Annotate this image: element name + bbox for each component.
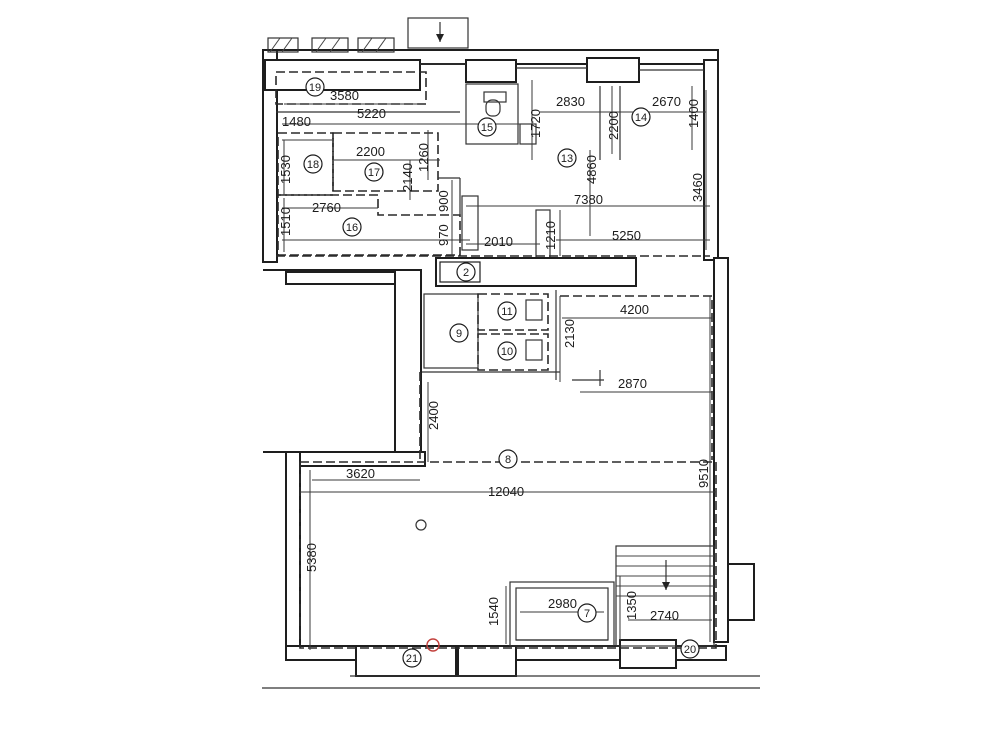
room-17-label: 17 — [364, 162, 384, 182]
column-marker — [415, 519, 427, 531]
svg-text:19: 19 — [309, 82, 321, 94]
dim-3460: 3460 — [690, 173, 705, 202]
room-numbers: 19 18 17 16 15 14 13 2 — [303, 77, 700, 668]
west-wall-lower — [285, 451, 301, 661]
dim-1350: 1350 — [624, 591, 639, 620]
room-7-outline — [509, 581, 615, 647]
inner-wall — [394, 269, 422, 457]
dim-2140: 2140 — [400, 163, 415, 192]
room-9-outline — [423, 293, 479, 369]
upper-block-walls — [262, 49, 719, 263]
dim-7380: 7380 — [574, 192, 603, 207]
dim-5220: 5220 — [357, 106, 386, 121]
room-15-outline — [465, 83, 519, 145]
south-pier-mid — [457, 645, 517, 677]
room-20-label: 20 — [680, 639, 700, 659]
svg-text:17: 17 — [368, 167, 380, 179]
room-21-label: 21 — [402, 648, 422, 668]
dimension-lines — [282, 80, 716, 650]
roof-hatch — [267, 17, 469, 53]
dim-4860: 4860 — [584, 155, 599, 184]
room-7-label: 7 — [577, 603, 597, 623]
dim-3620: 3620 — [346, 466, 375, 481]
south-of-inner-wall — [289, 451, 426, 467]
dim-1530: 1530 — [278, 155, 293, 184]
dim-2010: 2010 — [484, 234, 513, 249]
dim-2760: 2760 — [312, 200, 341, 215]
room-2-label: 2 — [456, 262, 476, 282]
dim-5380: 5380 — [304, 543, 319, 572]
svg-text:11: 11 — [501, 306, 512, 318]
south-pier-right — [619, 639, 677, 669]
svg-text:16: 16 — [346, 222, 358, 234]
dim-2200-v: 2200 — [606, 111, 621, 140]
dim-2740: 2740 — [650, 608, 679, 623]
dim-2870: 2870 — [618, 376, 647, 391]
room-8-label: 8 — [498, 449, 518, 469]
dim-1510: 1510 — [278, 207, 293, 236]
svg-text:18: 18 — [307, 159, 319, 171]
room-13-label: 13 — [557, 148, 577, 168]
room-9-label: 9 — [449, 323, 469, 343]
svg-text:10: 10 — [501, 346, 513, 358]
dim-2980: 2980 — [548, 596, 577, 611]
room-10-outline — [477, 333, 549, 371]
east-wall-upper — [703, 59, 719, 261]
east-pier — [727, 563, 755, 621]
room-18-label: 18 — [303, 154, 323, 174]
dim-1210: 1210 — [543, 221, 558, 250]
svg-text:8: 8 — [505, 454, 511, 466]
dim-9510: 9510 — [696, 459, 711, 488]
svg-text:9: 9 — [456, 328, 462, 340]
svg-text:14: 14 — [635, 112, 647, 124]
dim-4200: 4200 — [620, 302, 649, 317]
dim-3580: 3580 — [330, 88, 359, 103]
red-marker-icon — [426, 638, 440, 652]
svg-text:7: 7 — [584, 608, 590, 620]
entry-7 — [509, 581, 615, 647]
service-core — [420, 257, 637, 380]
west-wall-upper — [262, 49, 278, 263]
dim-2130: 2130 — [562, 319, 577, 348]
neighbor-wall — [263, 269, 396, 453]
dim-970: 970 — [436, 224, 451, 246]
dim-5250: 5250 — [612, 228, 641, 243]
room-16-outline — [277, 194, 461, 256]
dim-1540: 1540 — [486, 597, 501, 626]
svg-text:13: 13 — [561, 153, 573, 165]
stairs-20 — [615, 545, 715, 647]
sidewalk — [262, 675, 760, 689]
north-pier-right — [586, 57, 640, 83]
dim-1400: 1400 — [686, 99, 701, 128]
room-19-label: 19 — [305, 77, 325, 97]
svg-text:21: 21 — [406, 653, 418, 665]
dim-2670: 2670 — [652, 94, 681, 109]
dim-1260: 1260 — [416, 143, 431, 172]
svg-text:2: 2 — [463, 267, 469, 279]
east-wall-lower — [713, 257, 729, 643]
north-pier-mid — [465, 59, 517, 83]
north-pier-left — [264, 59, 421, 91]
svg-text:15: 15 — [481, 122, 493, 134]
svg-text:20: 20 — [684, 644, 696, 656]
room-11-outline — [477, 293, 549, 331]
dim-900: 900 — [436, 190, 451, 212]
room-10-label: 10 — [497, 341, 517, 361]
dim-2830: 2830 — [556, 94, 585, 109]
dim-2400: 2400 — [426, 401, 441, 430]
dim-1720: 1720 — [528, 109, 543, 138]
room-14-label: 14 — [631, 107, 651, 127]
dim-12040: 12040 — [488, 484, 524, 499]
dimension-labels: 3580 5220 1480 2200 1260 2140 1530 2760 … — [278, 88, 711, 626]
room-17-outline — [332, 132, 439, 192]
dim-1480: 1480 — [282, 114, 311, 129]
room-16-label: 16 — [342, 217, 362, 237]
lower-block-walls — [263, 257, 755, 677]
room-15-label: 15 — [477, 117, 497, 137]
dim-2200: 2200 — [356, 144, 385, 159]
room-11-label: 11 — [497, 301, 517, 321]
